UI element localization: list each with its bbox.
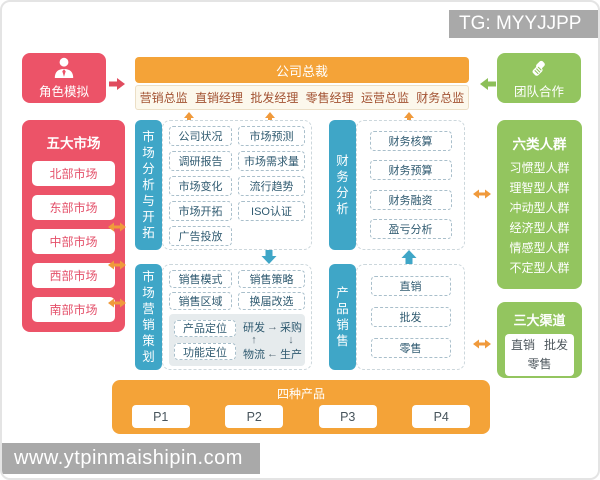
channel-item: 直销 bbox=[510, 338, 535, 352]
crowd-item: 情感型人群 bbox=[509, 241, 570, 255]
market-item: 北部市场 bbox=[32, 161, 115, 186]
finance-item: 财务融资 bbox=[369, 189, 452, 210]
product-item: P1 bbox=[131, 405, 190, 428]
product-item: P4 bbox=[412, 405, 471, 428]
analysis-item: 市场需求量 bbox=[238, 151, 305, 171]
market-item: 中部市场 bbox=[32, 229, 115, 254]
role-sim-card: 角色模拟 bbox=[22, 53, 106, 103]
marketing-plan-panel: 销售模式 销售策略 销售区域 换届改选 产品定位 功能定位 研发 → 采购 ↑ … bbox=[162, 264, 312, 370]
product-sales-panel: 直销 批发 零售 bbox=[356, 264, 465, 370]
finance-item: 财务核算 bbox=[369, 130, 452, 151]
channel-item: 批发 bbox=[544, 338, 569, 352]
three-channels-title: 三大渠道 bbox=[513, 313, 566, 328]
cycle-arrow-right-icon: → bbox=[267, 320, 278, 333]
president-banner: 公司总裁 bbox=[135, 57, 469, 83]
product-item: P3 bbox=[318, 405, 377, 428]
analysis-item: ISO认证 bbox=[238, 201, 305, 221]
handshake-icon bbox=[532, 60, 545, 76]
crowd-item: 冲动型人群 bbox=[509, 201, 570, 215]
sales-item: 零售 bbox=[370, 338, 451, 358]
positioning-item: 产品定位 bbox=[174, 319, 236, 337]
six-crowds-title: 六类人群 bbox=[512, 137, 567, 152]
analysis-item: 市场开拓 bbox=[169, 201, 233, 221]
analysis-item: 市场变化 bbox=[169, 176, 233, 196]
arrow-left-icon bbox=[480, 78, 496, 90]
team-card: 团队合作 bbox=[497, 53, 581, 103]
manager-label: 零售经理 bbox=[305, 91, 354, 105]
tab-product-sales: 产品销售 bbox=[329, 264, 356, 370]
sales-item: 直销 bbox=[370, 276, 451, 296]
market-item: 南部市场 bbox=[32, 297, 115, 322]
tab-market-analysis: 市场分析与开拓 bbox=[135, 120, 162, 250]
analysis-item: 广告投放 bbox=[169, 226, 233, 246]
sales-item: 批发 bbox=[370, 307, 451, 327]
cycle-production-label: 生产 bbox=[280, 348, 302, 361]
analysis-item: 市场预测 bbox=[238, 126, 305, 146]
tab-finance-analysis: 财务分析 bbox=[329, 120, 356, 250]
tab-marketing-plan-label: 市场营销策划 bbox=[142, 270, 155, 364]
analysis-item: 公司状况 bbox=[169, 126, 233, 146]
horizontal-double-arrow-icon bbox=[473, 189, 491, 199]
plan-item: 换届改选 bbox=[238, 292, 305, 310]
manager-label: 直销经理 bbox=[194, 91, 243, 105]
crowd-item: 理智型人群 bbox=[509, 181, 570, 195]
arrow-down-icon bbox=[261, 250, 277, 264]
crowd-item: 习惯型人群 bbox=[509, 161, 570, 175]
manager-label: 营销总监 bbox=[139, 91, 188, 105]
arrow-right-icon bbox=[109, 78, 125, 90]
site-watermark: www.ytpinmaishipin.com bbox=[2, 443, 260, 474]
manager-label: 批发经理 bbox=[250, 91, 299, 105]
market-item: 东部市场 bbox=[32, 195, 115, 220]
tab-market-analysis-label: 市场分析与开拓 bbox=[142, 130, 155, 240]
rd-cycle-diagram: 研发 → 采购 ↑ ↓ 物流 ← 生产 bbox=[242, 319, 303, 362]
product-item: P2 bbox=[225, 405, 284, 428]
finance-item: 盈亏分析 bbox=[369, 219, 452, 240]
plan-item: 销售策略 bbox=[238, 270, 305, 288]
arrow-up-icon bbox=[401, 250, 417, 264]
horizontal-double-arrow-icon bbox=[108, 260, 126, 270]
finance-item: 财务预算 bbox=[369, 160, 452, 181]
manager-label: 运营总监 bbox=[360, 91, 409, 105]
four-products-title: 四种产品 bbox=[276, 387, 325, 401]
plan-item: 销售模式 bbox=[169, 270, 233, 288]
horizontal-double-arrow-icon bbox=[108, 222, 126, 232]
six-crowds-panel: 六类人群 习惯型人群 理智型人群 冲动型人群 经济型人群 情感型人群 不定型人群 bbox=[497, 120, 582, 289]
cycle-arrow-up-icon: ↑ bbox=[251, 334, 257, 346]
five-markets-panel: 五大市场 北部市场 东部市场 中部市场 西部市场 南部市场 bbox=[22, 120, 125, 332]
market-item: 西部市场 bbox=[32, 263, 115, 288]
tab-product-sales-label: 产品销售 bbox=[336, 286, 349, 348]
horizontal-double-arrow-icon bbox=[473, 339, 491, 349]
cycle-arrow-down-icon: ↓ bbox=[288, 334, 294, 346]
four-products-panel: 四种产品 P1 P2 P3 P4 bbox=[112, 380, 490, 434]
analysis-item: 调研报告 bbox=[169, 151, 233, 171]
positioning-item: 功能定位 bbox=[174, 343, 236, 361]
cycle-arrow-left-icon: ← bbox=[267, 347, 278, 360]
market-analysis-panel: 公司状况 调研报告 市场变化 市场开拓 广告投放 市场预测 市场需求量 流行趋势… bbox=[162, 120, 312, 250]
cycle-logistics-label: 物流 bbox=[243, 348, 265, 361]
finance-panel: 财务核算 财务预算 财务融资 盈亏分析 bbox=[356, 120, 465, 250]
five-markets-title: 五大市场 bbox=[46, 136, 101, 151]
team-label: 团队合作 bbox=[513, 84, 564, 99]
channels-box: 直销 批发 零售 bbox=[505, 334, 574, 376]
tg-watermark: TG: MYYJJPP bbox=[449, 10, 598, 38]
three-channels-panel: 三大渠道 直销 批发 零售 bbox=[497, 302, 582, 378]
analysis-item: 流行趋势 bbox=[238, 176, 305, 196]
cycle-rd-label: 研发 bbox=[243, 321, 265, 334]
horizontal-double-arrow-icon bbox=[108, 298, 126, 308]
channel-item: 零售 bbox=[527, 357, 552, 371]
role-sim-label: 角色模拟 bbox=[38, 84, 89, 99]
plan-item: 销售区域 bbox=[169, 292, 233, 310]
crowd-item: 经济型人群 bbox=[509, 221, 570, 235]
cycle-purchase-label: 采购 bbox=[280, 321, 302, 334]
crowd-item: 不定型人群 bbox=[509, 261, 570, 275]
person-icon bbox=[54, 57, 74, 78]
managers-row: 营销总监 直销经理 批发经理 零售经理 运营总监 财务总监 bbox=[135, 85, 469, 110]
manager-label: 财务总监 bbox=[416, 91, 465, 105]
positioning-group: 产品定位 功能定位 研发 → 采购 ↑ ↓ 物流 ← 生产 bbox=[169, 314, 305, 366]
tab-marketing-plan: 市场营销策划 bbox=[135, 264, 162, 370]
tab-finance-analysis-label: 财务分析 bbox=[336, 154, 349, 216]
